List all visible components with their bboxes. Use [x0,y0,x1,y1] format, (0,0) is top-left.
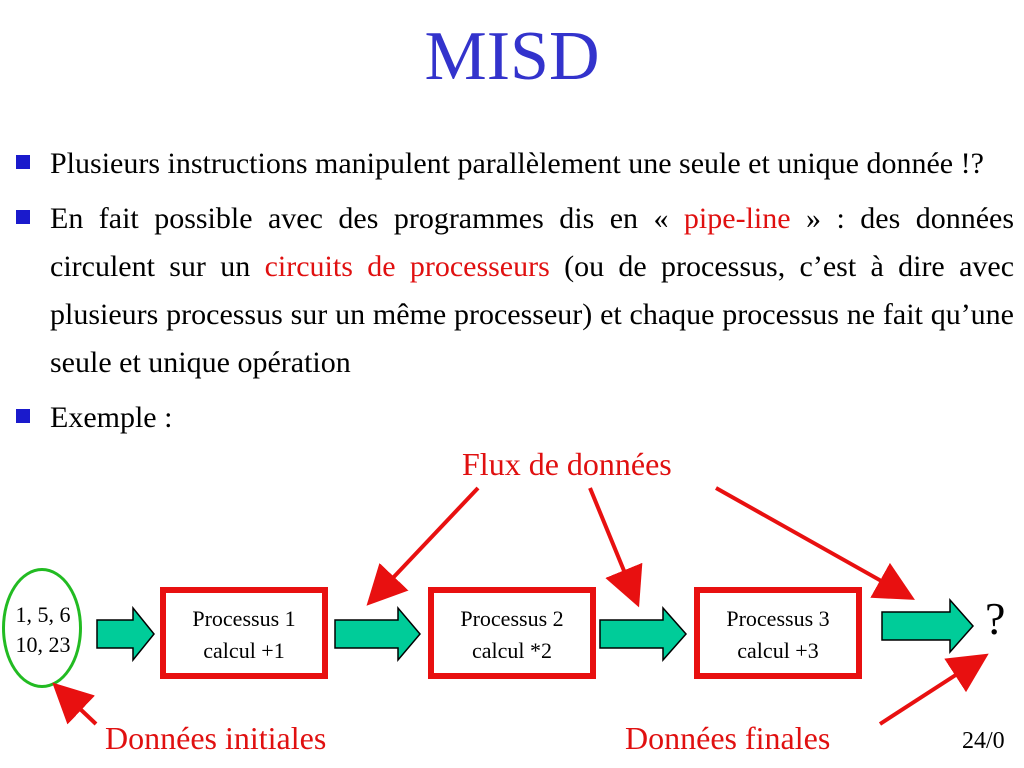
bullet-square-icon [16,210,30,224]
initial-data-circle [2,568,82,688]
flow-arrow-icon [334,605,421,663]
bullet-item-2: En fait possible avec des programmes dis… [16,195,1015,387]
pointer-arrow-icon [588,487,643,608]
pointer-arrow-icon [715,486,915,600]
process-2-name: Processus 2 [460,606,564,631]
bullet-square-icon [16,155,30,169]
result-question-mark: ? [985,593,1006,644]
initial-data: 1, 5, 6 10, 23 [0,600,86,660]
process-2-operation: calcul *2 [471,638,553,663]
bullet-list: Plusieurs instructions manipulent parall… [16,140,1015,449]
pipe-line-term: pipe-line [683,202,791,235]
bullet-square-icon [16,409,30,423]
process-3-box: Processus 3 calcul +3 [694,587,862,679]
slide-title: MISD [424,18,600,95]
final-data-label: Données finales [625,720,831,756]
processor-circuits-term: circuits de processeurs [264,250,550,283]
pointer-arrow-icon [878,653,989,726]
process-1-operation: calcul +1 [203,638,285,663]
flow-arrow-icon [599,606,688,662]
process-1-box: Processus 1 calcul +1 [160,587,328,679]
bullet-3-text: Exemple : [50,401,173,434]
bullet-1-text: Plusieurs instructions manipulent parall… [50,147,984,180]
initial-data-label: Données initiales [105,720,327,756]
initial-data-line-1: 1, 5, 6 [15,602,71,627]
pointer-arrow-icon [52,682,98,726]
bullet-2-text-b: » : des données circulent sur un [50,202,1014,283]
page-number: 24/0 [962,728,1005,754]
bullet-item-3: Exemple : [16,394,1014,442]
flow-arrow-icon [881,598,975,654]
process-3-name: Processus 3 [726,606,830,631]
bullet-2-text-c: (ou de processus, c’est à dire avec plus… [50,250,1015,379]
initial-data-line-2: 10, 23 [15,632,71,657]
process-3-operation: calcul +3 [737,638,819,663]
bullet-item-1: Plusieurs instructions manipulent parall… [16,140,1014,188]
flow-arrow-icon [96,605,155,663]
pointer-arrow-icon [366,486,480,606]
process-1-name: Processus 1 [192,606,296,631]
bullet-2-text-a: En fait possible avec des programmes dis… [50,202,684,235]
process-2-box: Processus 2 calcul *2 [428,587,596,679]
data-flow-label: Flux de données [462,446,672,482]
